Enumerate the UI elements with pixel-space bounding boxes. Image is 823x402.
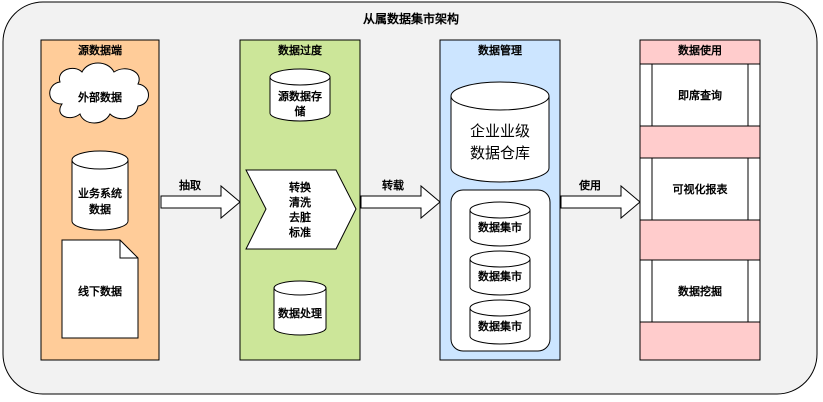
- cloud-icon: [49, 62, 149, 124]
- staging-column: 数据过度 源数据存 储 转换 清洗 去脏 标准 数据处理: [239, 39, 361, 361]
- etl-line-4: 标准: [288, 225, 311, 239]
- etl-line-3: 去脏: [289, 210, 311, 224]
- business-system-label-line1: 业务系统: [78, 186, 122, 200]
- usage-item-visual-report: [639, 157, 761, 221]
- document-icon: [61, 239, 139, 339]
- usage-title: 数据使用: [678, 43, 722, 57]
- extract-label: 抽取: [179, 178, 201, 192]
- load-arrow: 转载: [360, 178, 441, 220]
- source-storage-label-line2: 储: [295, 104, 306, 118]
- usage-column: 数据使用 即席查询 可视化报表 数据挖掘: [639, 39, 761, 361]
- data-mart-db-icon: [469, 201, 531, 247]
- data-mart-db-icon: [469, 299, 531, 345]
- source-column: 源数据端 外部数据 业务系统 数据 线下数据: [40, 39, 160, 361]
- etl-line-2: 清洗: [289, 195, 311, 209]
- external-data-label: 外部数据: [77, 90, 122, 104]
- business-system-db-icon: [71, 150, 129, 231]
- source-title: 源数据端: [78, 43, 122, 57]
- business-system-label-line2: 数据: [89, 202, 111, 216]
- data-mart-label: 数据集市: [478, 220, 522, 234]
- data-processing-db-icon: [273, 280, 327, 336]
- enterprise-warehouse-db-icon: [450, 81, 550, 183]
- etl-line-1: 转换: [289, 180, 312, 194]
- warehouse-label-line2: 数据仓库: [470, 144, 530, 162]
- offline-data-label: 线下数据: [78, 284, 122, 298]
- data-processing-label: 数据处理: [278, 306, 322, 320]
- diagram-title: 从属数据集市架构: [363, 11, 459, 26]
- data-mining-label: 数据挖掘: [678, 284, 722, 298]
- management-column: 数据管理 企业业级 数据仓库 数据集市 数据集市 数据集市: [439, 39, 561, 361]
- adhoc-query-label: 即席查询: [678, 88, 722, 102]
- source-storage-label-line1: 源数据存: [278, 89, 322, 103]
- use-label: 使用: [578, 178, 601, 192]
- staging-title: 数据过度: [278, 43, 323, 57]
- source-storage-db-icon: [269, 68, 331, 122]
- management-title: 数据管理: [478, 43, 522, 57]
- extract-arrow: 抽取: [160, 178, 241, 220]
- warehouse-label-line1: 企业业级: [470, 122, 530, 140]
- data-mart-label: 数据集市: [478, 319, 522, 333]
- visual-report-label: 可视化报表: [673, 182, 729, 196]
- usage-item-data-mining: [639, 259, 761, 323]
- data-mart-label: 数据集市: [478, 269, 522, 283]
- document-fold: [119, 240, 138, 259]
- usage-item-adhoc-query: [639, 63, 761, 127]
- data-mart-db-icon: [469, 250, 531, 296]
- use-arrow: 使用: [560, 178, 641, 220]
- load-label: 转载: [382, 178, 404, 192]
- etl-step-shape: [245, 169, 357, 250]
